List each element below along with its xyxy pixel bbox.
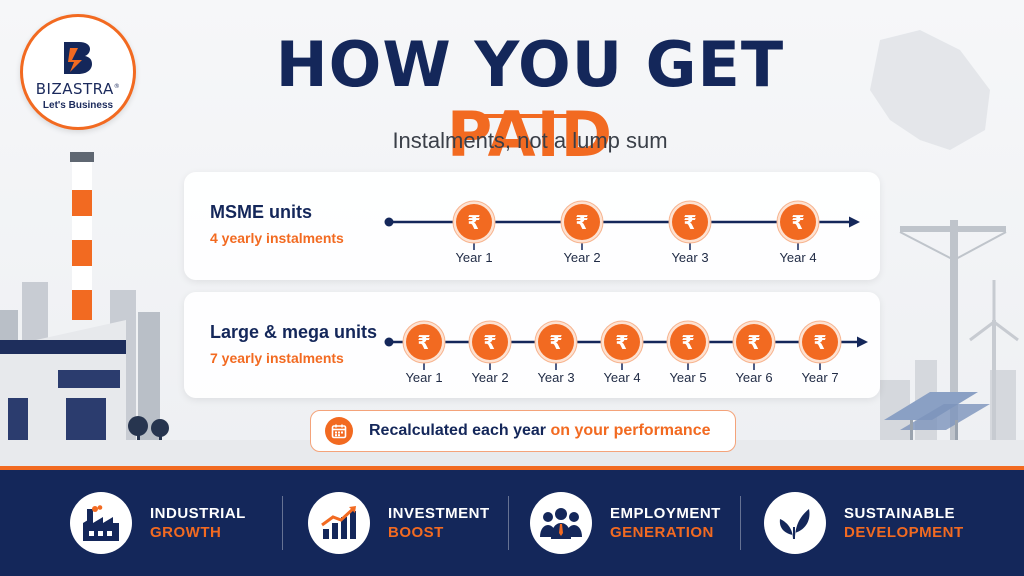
rupee-symbol: ₹ <box>575 212 588 234</box>
msme-timeline: ₹ Year 1 ₹ Year 2 ₹ Year 3 ₹ Year 4 <box>384 200 860 265</box>
instalment-year-label: Year 3 <box>671 250 708 265</box>
feature-sustainable-development: SUSTAINABLE DEVELOPMENT <box>764 470 964 576</box>
timeline-arrow-head <box>857 336 868 348</box>
rupee-symbol: ₹ <box>615 332 628 354</box>
feature-investment-boost: INVESTMENT BOOST <box>308 470 490 576</box>
instalment-year-label: Year 1 <box>405 370 442 385</box>
instalment-marker: ₹ Year 5 <box>666 320 710 385</box>
feature-label-line2: GENERATION <box>610 524 714 541</box>
instalment-marker: ₹ Year 4 <box>600 320 644 385</box>
instalment-year-label: Year 4 <box>779 250 816 265</box>
instalment-year-label: Year 6 <box>735 370 772 385</box>
people-icon <box>530 492 592 554</box>
brand-name: BIZASTRA <box>35 79 114 98</box>
instalment-marker: ₹ Year 3 <box>534 320 578 385</box>
instalment-year-label: Year 4 <box>603 370 640 385</box>
rupee-icon <box>538 324 574 360</box>
instalment-marker: ₹ Year 2 <box>560 200 604 265</box>
instalment-year-label: Year 3 <box>537 370 574 385</box>
feature-label-line2: BOOST <box>388 524 444 541</box>
rupee-symbol: ₹ <box>791 212 804 234</box>
growth-chart-icon <box>308 492 370 554</box>
feature-label-line1: EMPLOYMENT <box>610 505 721 522</box>
instalment-marker: ₹ Year 3 <box>668 200 712 265</box>
rupee-icon <box>406 324 442 360</box>
msme-plan-card: MSME units 4 yearly instalments ₹Year 1₹… <box>184 172 880 280</box>
timeline-arrow-head <box>849 216 860 228</box>
plan-subtitle: 4 yearly instalments <box>210 230 344 246</box>
rupee-icon <box>604 324 640 360</box>
calendar-icon <box>325 417 353 445</box>
rupee-symbol: ₹ <box>483 332 496 354</box>
rupee-symbol: ₹ <box>417 332 430 354</box>
note-highlight: on your performance <box>550 422 711 439</box>
plan-subtitle: 7 yearly instalments <box>210 350 344 366</box>
instalment-year-label: Year 1 <box>455 250 492 265</box>
feature-label-line1: INDUSTRIAL <box>150 505 246 522</box>
rupee-symbol: ₹ <box>813 332 826 354</box>
instalment-marker: ₹ Year 4 <box>776 200 820 265</box>
title-underline <box>470 114 596 118</box>
feature-label-line2: DEVELOPMENT <box>844 524 964 541</box>
feature-label-line1: SUSTAINABLE <box>844 505 956 522</box>
page-subtitle: Instalments, not a lump sum <box>392 128 668 153</box>
leaf-icon <box>764 492 826 554</box>
rupee-icon <box>472 324 508 360</box>
rupee-symbol: ₹ <box>683 212 696 234</box>
feature-label-line1: INVESTMENT <box>388 505 490 522</box>
instalment-year-label: Year 2 <box>563 250 600 265</box>
rupee-symbol: ₹ <box>747 332 760 354</box>
page-title-highlight: PAID <box>446 98 614 171</box>
divider <box>282 496 283 550</box>
note-text: Recalculated each year <box>369 422 546 439</box>
instalment-year-label: Year 5 <box>669 370 706 385</box>
instalment-marker: ₹ Year 2 <box>468 320 512 385</box>
large-timeline: ₹ Year 1 ₹ Year 2 ₹ Year 3 ₹ Year 4 ₹ Year 5 ₹ Year… <box>384 320 868 385</box>
divider <box>508 496 509 550</box>
instalment-year-label: Year 2 <box>471 370 508 385</box>
large-plan-card: Large & mega units 7 yearly instalments … <box>184 292 880 398</box>
plan-title: MSME units <box>210 202 312 222</box>
instalment-marker: ₹ Year 6 <box>732 320 776 385</box>
benefits-footer: INDUSTRIAL GROWTH INVESTMENT BOOST <box>0 466 1024 576</box>
rupee-icon <box>672 204 708 240</box>
page-title: HOW YOU GET PAID <box>210 30 850 170</box>
rupee-symbol: ₹ <box>467 212 480 234</box>
rupee-icon <box>802 324 838 360</box>
feature-employment-generation: EMPLOYMENT GENERATION <box>530 470 721 576</box>
rupee-icon <box>670 324 706 360</box>
rupee-icon <box>564 204 600 240</box>
feature-label-line2: GROWTH <box>150 524 222 541</box>
instalment-marker: ₹ Year 1 <box>402 320 446 385</box>
instalment-year-label: Year 7 <box>801 370 838 385</box>
rupee-symbol: ₹ <box>681 332 694 354</box>
rupee-symbol: ₹ <box>549 332 562 354</box>
timeline-start-dot <box>384 217 394 227</box>
rupee-icon <box>456 204 492 240</box>
timeline-start-dot <box>384 337 394 347</box>
factory-icon <box>70 492 132 554</box>
instalment-marker: ₹ Year 7 <box>798 320 842 385</box>
brand-tagline: Let's Business <box>42 99 114 111</box>
rupee-icon <box>780 204 816 240</box>
bizastra-logo: BIZASTRA® Let's Business <box>20 14 136 130</box>
registered-mark: ® <box>113 82 121 90</box>
instalment-marker: ₹ Year 1 <box>452 200 496 265</box>
feature-industrial-growth: INDUSTRIAL GROWTH <box>70 470 246 576</box>
page-title-main: HOW YOU GET <box>275 28 785 101</box>
plan-title: Large & mega units <box>210 322 378 342</box>
rupee-icon <box>736 324 772 360</box>
bizastra-logo-mark-icon <box>64 41 92 74</box>
divider <box>740 496 741 550</box>
recalculation-note: Recalculated each year on your performan… <box>310 410 736 452</box>
